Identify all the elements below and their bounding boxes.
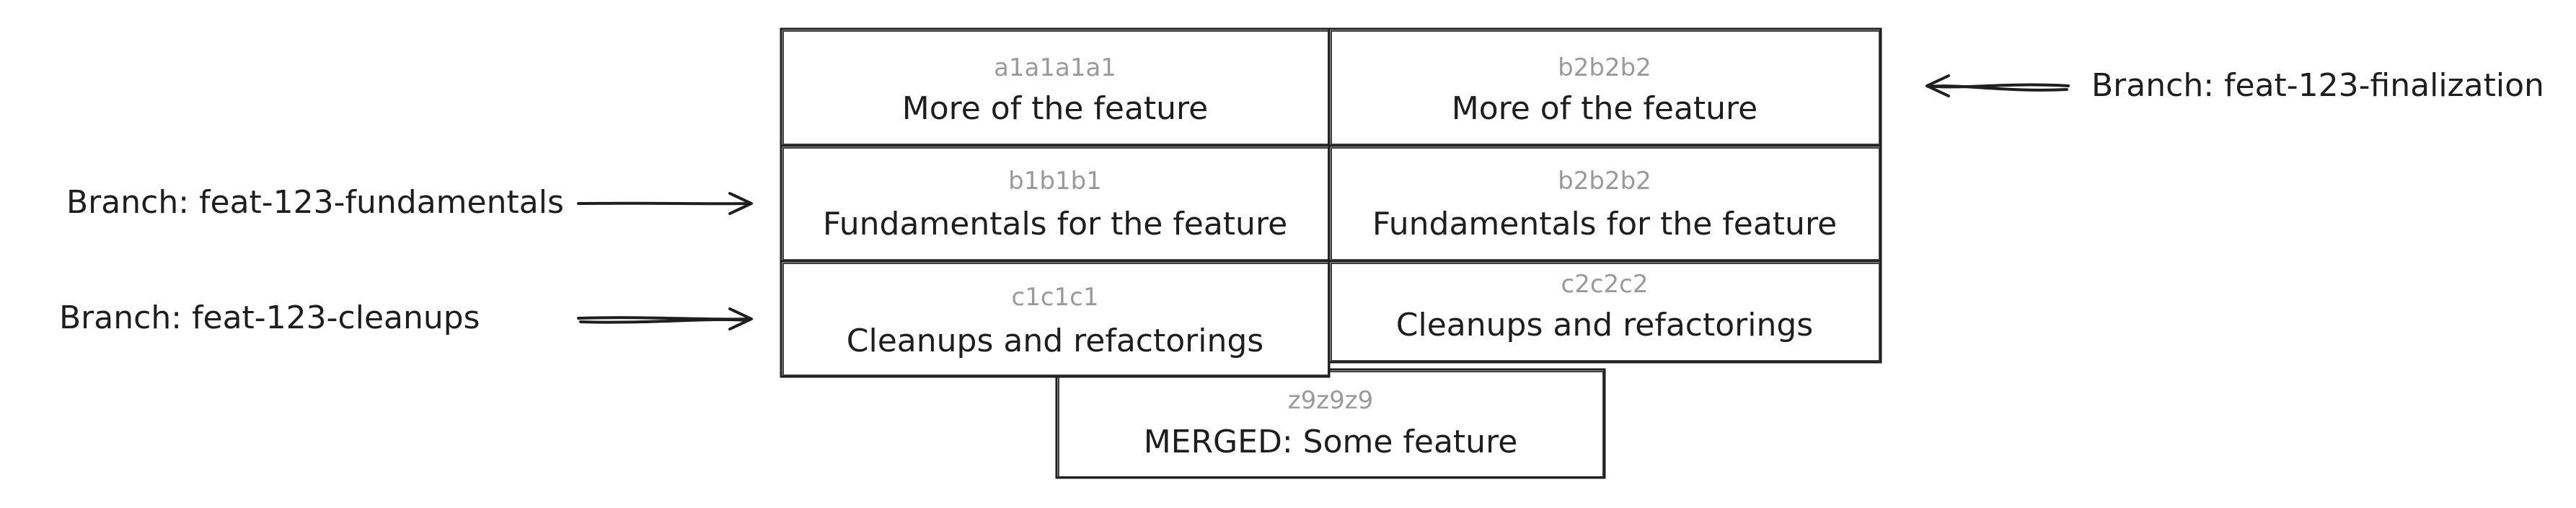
- commit-box-a1: a1a1a1a1 More of the feature: [780, 27, 1331, 147]
- commit-hash-a1: a1a1a1a1: [994, 53, 1116, 82]
- commit-message-b2-top: More of the feature: [1452, 90, 1758, 127]
- commit-message-c2: Cleanups and refactorings: [1396, 307, 1813, 343]
- commit-box-c1: c1c1c1 Cleanups and refactorings: [780, 260, 1331, 378]
- branch-label-cleanups: Branch: feat-123-cleanups: [59, 299, 480, 336]
- branch-label-finalization: Branch: feat-123-finalization: [2091, 67, 2544, 104]
- commit-hash-c2: c2c2c2: [1561, 270, 1649, 299]
- branch-label-fundamentals: Branch: feat-123-fundamentals: [66, 184, 564, 221]
- arrow-fundamentals: [577, 192, 753, 215]
- commit-box-b2-mid: b2b2b2 Fundamentals for the feature: [1328, 144, 1882, 263]
- commit-message-z9: MERGED: Some feature: [1144, 424, 1518, 460]
- commit-hash-c1: c1c1c1: [1012, 283, 1099, 312]
- commit-message-a1: More of the feature: [902, 90, 1209, 127]
- commit-box-b1: b1b1b1 Fundamentals for the feature: [780, 144, 1331, 263]
- commit-hash-b2-mid: b2b2b2: [1558, 167, 1651, 196]
- commit-box-b2-top: b2b2b2 More of the feature: [1328, 27, 1882, 147]
- commit-hash-b2-top: b2b2b2: [1558, 53, 1651, 82]
- commit-message-b2-mid: Fundamentals for the feature: [1372, 206, 1837, 242]
- arrow-finalization: [1926, 74, 2070, 97]
- commit-hash-z9: z9z9z9: [1288, 386, 1373, 415]
- commit-hash-b1: b1b1b1: [1008, 167, 1102, 196]
- arrow-cleanups: [577, 307, 753, 330]
- commit-message-c1: Cleanups and refactorings: [847, 323, 1263, 359]
- commit-message-b1: Fundamentals for the feature: [823, 206, 1287, 242]
- commit-box-z9: z9z9z9 MERGED: Some feature: [1055, 368, 1606, 479]
- commit-box-c2: c2c2c2 Cleanups and refactorings: [1328, 260, 1882, 364]
